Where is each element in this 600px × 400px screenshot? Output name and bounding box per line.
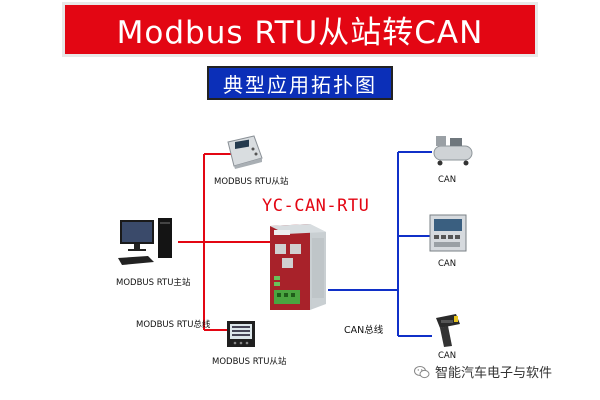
gateway-device-icon bbox=[270, 224, 326, 310]
modbus-slave-bottom-label: MODBUS RTU从站 bbox=[212, 357, 287, 367]
watermark: 智能汽车电子与软件 bbox=[414, 362, 552, 381]
watermark-text: 智能汽车电子与软件 bbox=[435, 366, 553, 381]
air-compressor-icon bbox=[433, 136, 473, 166]
can-node-2-label: CAN bbox=[438, 259, 457, 269]
subtitle-box: 典型应用拓扑图 bbox=[207, 66, 393, 100]
modbus-bus-label: MODBUS RTU总线 bbox=[136, 320, 211, 330]
can-bus-label: CAN总线 bbox=[344, 325, 384, 336]
can-controller-icon bbox=[429, 214, 467, 252]
can-node-3-label: CAN bbox=[438, 351, 457, 361]
title-banner: Modbus RTU从站转CAN bbox=[62, 2, 538, 57]
wechat-icon bbox=[414, 365, 430, 378]
page-title: Modbus RTU从站转CAN bbox=[116, 15, 484, 51]
modbus-slave-top-icon bbox=[227, 135, 263, 169]
can-node-1-label: CAN bbox=[438, 175, 457, 185]
modbus-master-label: MODBUS RTU主站 bbox=[116, 278, 191, 288]
computer-icon bbox=[118, 218, 172, 265]
modbus-slave-bottom-icon bbox=[227, 321, 255, 347]
page-subtitle: 典型应用拓扑图 bbox=[223, 72, 377, 97]
modbus-slave-top-label: MODBUS RTU从站 bbox=[214, 177, 289, 187]
device-name: YC-CAN-RTU bbox=[262, 196, 370, 216]
barcode-scanner-icon bbox=[436, 314, 460, 347]
